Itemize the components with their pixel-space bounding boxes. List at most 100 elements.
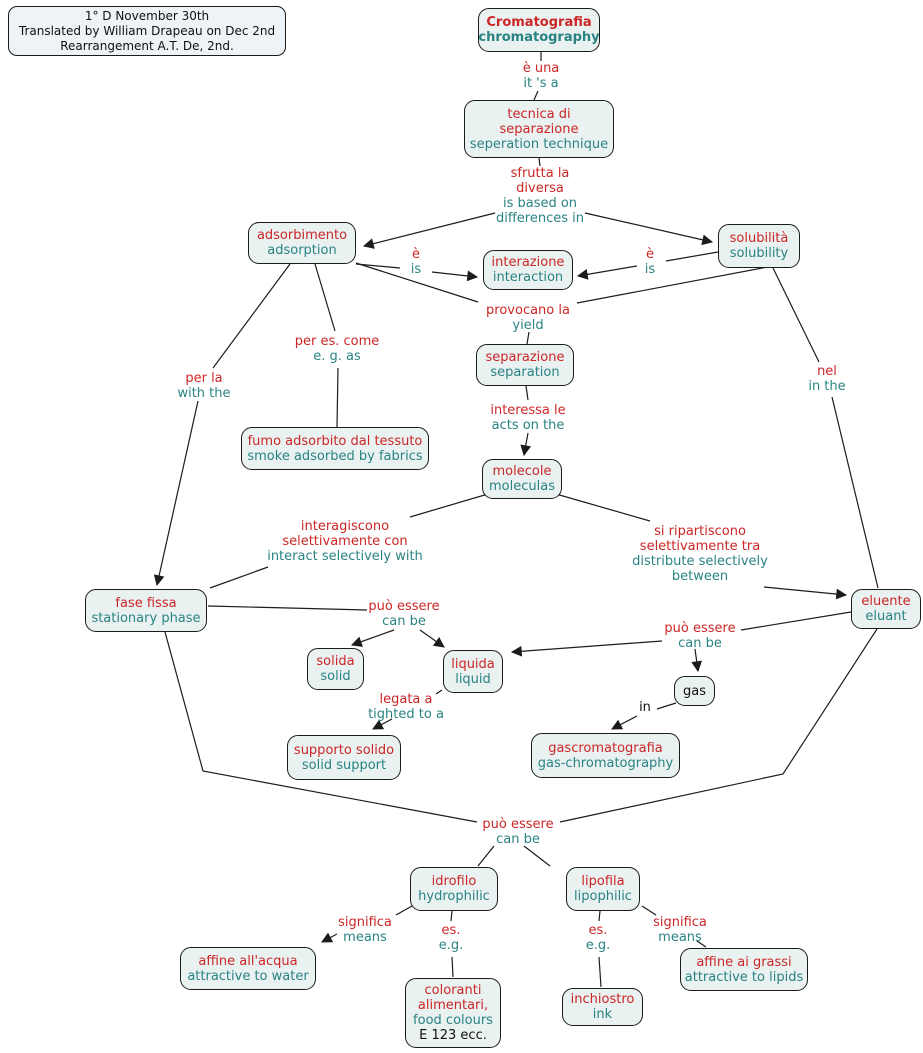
label-text-italian: provocano la — [486, 303, 570, 318]
node-text-english: smoke adsorbed by fabrics — [247, 448, 423, 464]
node-text-italian: solubilità — [729, 231, 789, 246]
node-text-italian: coloranti alimentari, — [417, 983, 489, 1013]
edge-interagiscono-fasefissa — [209, 566, 269, 589]
node-text-english: lipophilic — [574, 889, 632, 904]
label-text-english: acts on the — [491, 418, 565, 433]
note-line: Rearrangement A.T. De, 2nd. — [60, 38, 234, 53]
node-text-italian: solida — [316, 654, 355, 669]
node-text-english: moleculas — [489, 479, 555, 494]
node-solubilita[interactable]: solubilità solubility — [718, 224, 800, 268]
link-label-es-right[interactable]: es. e.g. — [578, 923, 618, 953]
label-text-italian: per es. come — [294, 334, 380, 349]
edge-in-gascromatografia — [611, 715, 638, 730]
link-label-per-la[interactable]: per la with the — [169, 371, 239, 401]
edge-lipofila-es — [598, 910, 601, 922]
node-cromatografia[interactable]: Cromatografia chromatography — [478, 8, 600, 52]
node-tecnica-di-separazione[interactable]: tecnica di separazione seperation techni… — [464, 100, 614, 158]
node-text-english: gas-chromatography — [537, 755, 674, 771]
node-separazione[interactable]: separazione separation — [476, 344, 574, 386]
link-label-per-es-come[interactable]: per es. come e. g. as — [287, 334, 387, 364]
link-label-significa-right[interactable]: significa means — [645, 915, 715, 945]
edge-separazione-interessa — [525, 385, 529, 401]
node-lipofila[interactable]: lipofila lipophilic — [566, 867, 640, 911]
node-text-english: seperation technique — [469, 136, 609, 152]
link-label-in[interactable]: in — [630, 700, 660, 715]
node-text-english: liquid — [455, 671, 491, 687]
link-label-e-is-left[interactable]: è is — [396, 247, 436, 277]
label-text-italian: può essere — [368, 599, 440, 614]
node-fumo-adsorbito[interactable]: fumo adsorbito dal tessuto smoke adsorbe… — [241, 427, 429, 470]
node-text-english: chromatography — [478, 30, 600, 45]
link-label-si-ripartiscono[interactable]: si ripartiscono selettivamente tra distr… — [625, 524, 775, 584]
label-text-italian: sfrutta la diversa — [510, 166, 570, 196]
label-text-english: can be — [382, 614, 426, 629]
edge-puobottom-idrofilo — [477, 845, 495, 867]
label-text-english: e.g. — [438, 938, 464, 953]
node-text-italian: Cromatografia — [486, 15, 592, 30]
edge-liquida-legata — [435, 689, 443, 695]
link-label-sfrutta[interactable]: sfrutta la diversa is based on differenc… — [480, 166, 600, 226]
edge-tecnica-sfrutta — [538, 157, 541, 167]
edge-significa-affinegrassi — [696, 940, 707, 948]
node-idrofilo[interactable]: idrofilo hydrophilic — [410, 867, 498, 911]
node-text-english: interaction — [492, 270, 564, 285]
label-text-english: e. g. as — [313, 349, 361, 364]
node-text-italian: tecnica di separazione — [499, 106, 579, 137]
link-label-e-una[interactable]: è una it 's a — [501, 61, 581, 91]
link-label-nel[interactable]: nel in the — [797, 364, 857, 394]
edge-euna-tecnica — [533, 90, 539, 101]
node-gas[interactable]: gas — [674, 676, 715, 706]
edge-sfrutta-adsorbimento — [362, 212, 496, 249]
node-eluente[interactable]: eluente eluant — [851, 589, 921, 629]
node-text-italian: interazione — [491, 255, 565, 270]
edge-es-coloranti — [451, 956, 454, 978]
node-text-italian: affine ai grassi — [696, 954, 792, 970]
edge-puoright-gas — [691, 648, 703, 673]
label-text-italian: nel — [817, 364, 837, 379]
label-text: in — [639, 700, 651, 715]
edge-eluente-puoright — [740, 611, 852, 631]
edge-molecole-ripartiscono — [555, 493, 651, 522]
link-label-es-left[interactable]: es. e.g. — [431, 923, 471, 953]
link-label-provocano[interactable]: provocano la yield — [473, 303, 583, 333]
node-molecole[interactable]: molecole moleculas — [482, 459, 562, 499]
link-label-interagiscono[interactable]: interagiscono selettivamente con interac… — [260, 519, 430, 564]
node-supporto-solido[interactable]: supporto solido solid support — [287, 735, 401, 780]
node-text-english: ink — [592, 1007, 613, 1022]
node-liquida[interactable]: liquida liquid — [443, 650, 503, 693]
link-label-e-is-right[interactable]: è is — [630, 247, 670, 277]
link-label-significa-left[interactable]: significa means — [330, 915, 400, 945]
link-label-puo-essere-left[interactable]: può essere can be — [359, 599, 449, 629]
link-label-puo-essere-right[interactable]: può essere can be — [655, 621, 745, 651]
node-interazione[interactable]: interazione interaction — [483, 250, 573, 290]
link-label-interessa[interactable]: interessa le acts on the — [478, 403, 578, 433]
node-gascromatografia[interactable]: gascromatografia gas-chromatography — [531, 733, 680, 778]
label-text-english: means — [343, 930, 387, 945]
edge-molecole-interagiscono — [409, 493, 489, 518]
node-affine-acqua[interactable]: affine all'acqua attractive to water — [180, 947, 316, 990]
node-adsorbimento[interactable]: adsorbimento adsorption — [248, 222, 356, 264]
label-text-italian: es. — [588, 923, 608, 938]
edge-solubilita-nel — [772, 267, 820, 363]
node-text-italian: liquida — [451, 656, 495, 672]
annotation-note[interactable]: 1° D November 30th Translated by William… — [8, 6, 286, 56]
node-text-english: separation — [490, 365, 560, 380]
node-coloranti[interactable]: coloranti alimentari, food colours E 123… — [405, 978, 501, 1048]
label-text-italian: è — [646, 247, 654, 262]
node-affine-grassi[interactable]: affine ai grassi attractive to lipids — [680, 948, 808, 991]
label-text-english: is — [644, 262, 656, 277]
link-label-puo-essere-bottom[interactable]: può essere can be — [473, 817, 563, 847]
edge-ripartiscono-eluente — [763, 586, 848, 600]
node-text-english: solubility — [729, 246, 789, 261]
link-label-legata-a[interactable]: legata a tighted to a — [361, 692, 451, 722]
node-inchiostro[interactable]: inchiostro ink — [562, 988, 643, 1026]
node-solida[interactable]: solida solid — [307, 648, 364, 690]
node-text-italian: fase fissa — [115, 595, 177, 611]
label-text-italian: può essere — [482, 817, 554, 832]
label-text-italian: è — [412, 247, 420, 262]
node-fase-fissa[interactable]: fase fissa stationary phase — [85, 589, 207, 632]
node-text-italian: eluente — [861, 594, 911, 609]
node-text-italian: separazione — [485, 350, 565, 365]
edge-peres-fumo — [336, 367, 339, 428]
label-text-english: tighted to a — [368, 707, 444, 722]
